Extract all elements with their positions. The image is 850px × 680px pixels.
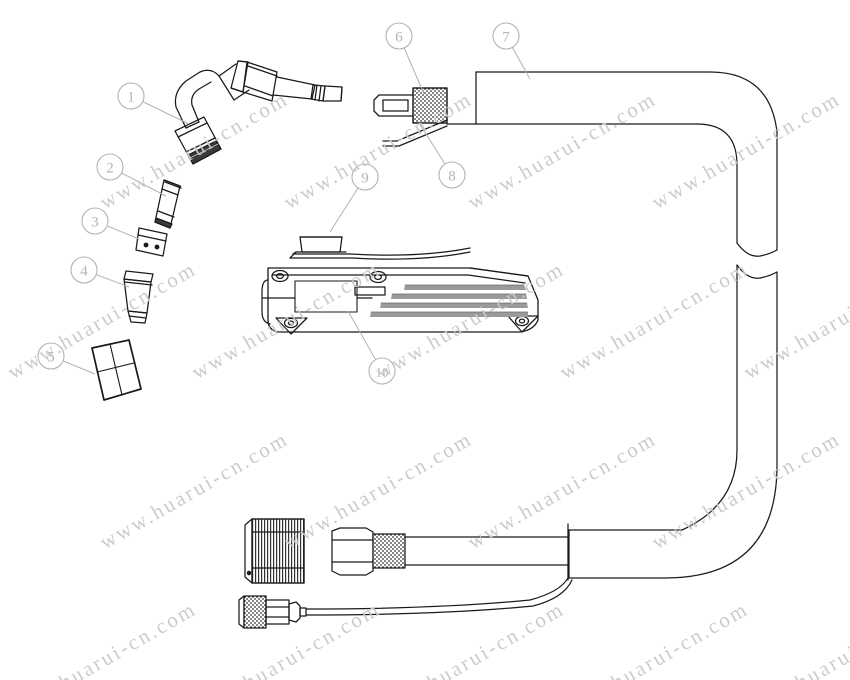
part-4-tapered-nozzle-insert bbox=[123, 270, 154, 324]
handle-screw-boss-bottom-left bbox=[275, 317, 308, 335]
lower-control-cable bbox=[305, 577, 573, 616]
lower-hex-nut-and-ferrule bbox=[331, 527, 569, 576]
part-3-insulator-plate bbox=[135, 227, 168, 257]
part-6-cable-strain-relief-ferrule bbox=[412, 87, 448, 124]
part-7-upper-cable-sheath bbox=[446, 71, 778, 579]
lower-control-plug bbox=[238, 595, 307, 629]
handle-grip-rib-outlines bbox=[370, 284, 529, 313]
part-9-trigger-switch-button bbox=[289, 236, 471, 260]
handle-screw-boss-top-left bbox=[271, 269, 289, 283]
part-2-electrode-holder bbox=[154, 179, 182, 229]
part-5-gas-nozzle-cup bbox=[91, 339, 142, 401]
handle-grip-ribs bbox=[370, 285, 528, 317]
part-1-angled-swivel-connector bbox=[174, 60, 343, 165]
part-10-handle-body-shell bbox=[261, 267, 539, 335]
part-8-control-lead-wire bbox=[382, 119, 448, 147]
lower-knurled-gas-fitting bbox=[244, 518, 305, 584]
handle-screw-boss-top-mid bbox=[369, 270, 387, 284]
upper-pin-connector bbox=[373, 94, 414, 117]
handle-screw-boss-bottom-right bbox=[507, 315, 539, 333]
